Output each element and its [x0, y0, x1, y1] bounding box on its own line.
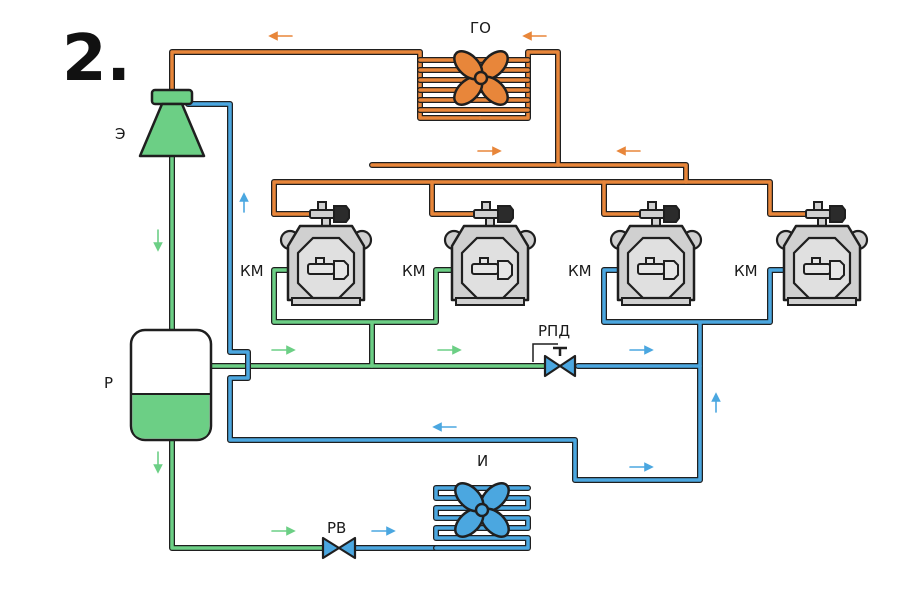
condenser-fan-icon [453, 50, 509, 106]
evaporator-fan-icon [454, 482, 510, 538]
compressor-label: КМ [402, 262, 426, 280]
pressure-valve-label: РПД [538, 322, 570, 340]
compressor-label: КМ [240, 262, 264, 280]
expansion-valve-icon [321, 536, 357, 560]
compressor [609, 200, 703, 307]
compressor-label: КМ [568, 262, 592, 280]
evaporator-label: И [477, 452, 488, 470]
oil-separator [138, 88, 206, 158]
condenser-label: ГО [470, 19, 491, 37]
compressor [279, 200, 373, 307]
expansion-valve-label: РВ [327, 519, 346, 537]
pressure-valve-icon [532, 343, 577, 378]
compressor [443, 200, 537, 307]
compressor-label: КМ [734, 262, 758, 280]
separator-label: Э [115, 125, 125, 143]
liquid-lines [169, 147, 548, 551]
receiver-tank [129, 328, 213, 442]
flow-arrows [153, 31, 721, 536]
figure-number: 2. [62, 22, 131, 96]
compressor [775, 200, 869, 307]
receiver-label: Р [104, 374, 113, 392]
hot-gas-lines [169, 49, 811, 217]
suction-lines [185, 101, 795, 551]
